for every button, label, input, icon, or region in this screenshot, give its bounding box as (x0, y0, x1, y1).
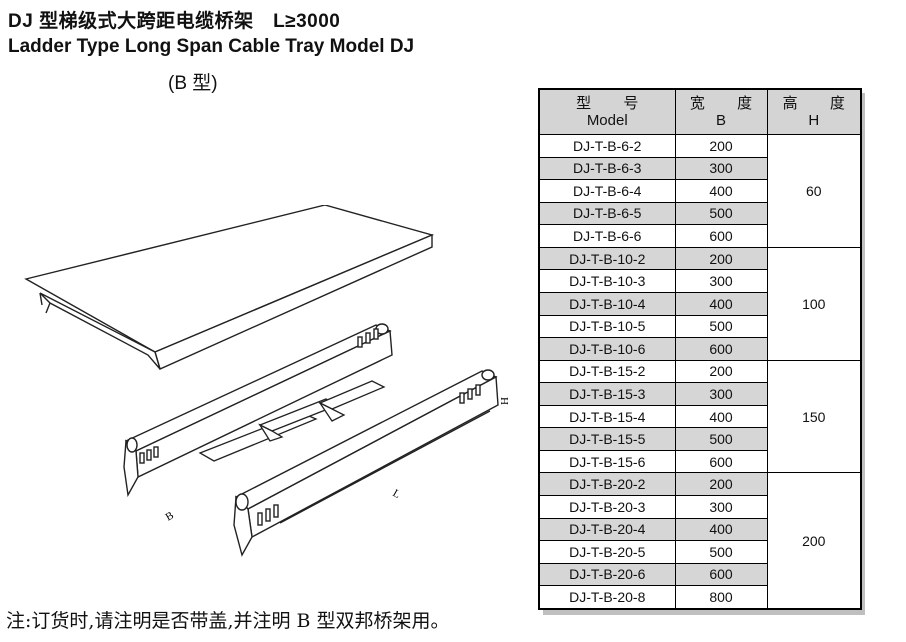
cell-model: DJ-T-B-15-6 (538, 449, 676, 474)
cell-model: DJ-T-B-15-3 (538, 382, 676, 406)
title-english: Ladder Type Long Span Cable Tray Model D… (8, 36, 415, 57)
cell-model: DJ-T-B-10-5 (538, 314, 676, 339)
label-width-b: B (164, 510, 176, 524)
header-height: 高 度 H (766, 88, 862, 135)
spec-table: 型 号 Model 宽 度 B 高 度 H DJ-T-B-6-2 200 60 (538, 88, 862, 610)
cell-width: 800 (674, 585, 768, 610)
cell-width: 300 (674, 156, 768, 181)
table-row: DJ-T-B-10-5 500 (538, 314, 861, 339)
table-header-row: 型 号 Model 宽 度 B 高 度 H (538, 88, 862, 135)
cell-model: DJ-T-B-20-4 (538, 517, 676, 542)
cell-model: DJ-T-B-6-6 (538, 224, 676, 248)
cell-width: 300 (674, 495, 768, 519)
cell-model: DJ-T-B-10-6 (538, 337, 676, 361)
cell-width: 500 (674, 427, 768, 451)
cell-model: DJ-T-B-10-2 (538, 246, 676, 271)
cell-width: 200 (674, 472, 768, 496)
tray-side-rail-front (233, 369, 499, 557)
cell-width: 200 (674, 134, 768, 158)
cell-width: 600 (674, 337, 768, 361)
cell-model: DJ-T-B-20-2 (538, 472, 676, 496)
table-row: DJ-T-B-15-4 400 (538, 404, 861, 429)
title-chinese: DJ 型梯级式大跨距电缆桥架 L≥3000 (8, 11, 341, 32)
table-row: DJ-T-B-20-8 800 (538, 585, 861, 610)
cell-width: 500 (674, 201, 768, 226)
table-row: DJ-T-B-20-3 300 (538, 495, 861, 519)
table-body: DJ-T-B-6-2 200 60 DJ-T-B-6-3 300 DJ-T-B-… (538, 134, 862, 610)
cell-width: 600 (674, 562, 768, 587)
cell-width: 400 (674, 179, 768, 203)
cell-model: DJ-T-B-20-8 (538, 585, 676, 610)
tray-side-rail-back (123, 323, 393, 498)
label-height-h: H (499, 397, 511, 405)
table-row: DJ-T-B-20-4 400 (538, 517, 861, 542)
cell-model: DJ-T-B-20-3 (538, 495, 676, 519)
cell-height: 150 (766, 359, 862, 474)
cell-width: 200 (674, 359, 768, 384)
cell-model: DJ-T-B-6-4 (538, 179, 676, 203)
cell-model: DJ-T-B-15-5 (538, 427, 676, 451)
cell-model: DJ-T-B-6-2 (538, 134, 676, 158)
subtitle-type-b: (B 型) (168, 73, 218, 94)
cell-width: 500 (674, 540, 768, 564)
cell-width: 300 (674, 269, 768, 293)
cell-width: 500 (674, 314, 768, 339)
cell-model: DJ-T-B-20-5 (538, 540, 676, 564)
table-row: DJ-T-B-6-6 600 (538, 224, 861, 248)
cell-model: DJ-T-B-10-3 (538, 269, 676, 293)
table-row: DJ-T-B-15-2 200 150 (538, 359, 862, 474)
cell-width: 400 (674, 291, 768, 316)
cable-tray-illustration: H L B (24, 205, 511, 557)
table-row: DJ-T-B-10-2 200 100 (538, 246, 862, 361)
cell-height: 200 (766, 472, 862, 610)
cell-model: DJ-T-B-6-3 (538, 156, 676, 181)
cell-width: 600 (674, 224, 768, 248)
cell-model: DJ-T-B-10-4 (538, 291, 676, 316)
table-row: DJ-T-B-6-5 500 (538, 201, 861, 226)
cell-width: 200 (674, 246, 768, 271)
cell-height: 100 (766, 246, 862, 361)
header-model: 型 号 Model (538, 88, 676, 135)
table-row: DJ-T-B-15-5 500 (538, 427, 861, 451)
cell-width: 400 (674, 404, 768, 429)
cell-model: DJ-T-B-15-2 (538, 359, 676, 384)
table-row: DJ-T-B-6-2 200 60 (538, 134, 862, 248)
table-row: DJ-T-B-20-5 500 (538, 540, 861, 564)
label-length-l: L (391, 487, 403, 501)
table-row: DJ-T-B-6-4 400 (538, 179, 861, 203)
tray-rungs (198, 380, 386, 462)
tray-cover (24, 205, 435, 370)
spec-table-container: 型 号 Model 宽 度 B 高 度 H DJ-T-B-6-2 200 60 (538, 88, 862, 610)
table-row: DJ-T-B-6-3 300 (538, 156, 861, 181)
table-row: DJ-T-B-20-6 600 (538, 562, 861, 587)
cell-width: 600 (674, 449, 768, 474)
table-row: DJ-T-B-15-3 300 (538, 382, 861, 406)
table-row: DJ-T-B-20-2 200 200 (538, 472, 862, 610)
cell-width: 400 (674, 517, 768, 542)
cell-model: DJ-T-B-6-5 (538, 201, 676, 226)
cell-model: DJ-T-B-15-4 (538, 404, 676, 429)
order-note: 注:订货时,请注明是否带盖,并注明 B 型双邦桥架用。 (6, 610, 450, 632)
table-row: DJ-T-B-15-6 600 (538, 449, 861, 474)
header-width: 宽 度 B (674, 88, 768, 135)
cell-height: 60 (766, 134, 862, 248)
cell-width: 300 (674, 382, 768, 406)
cell-model: DJ-T-B-20-6 (538, 562, 676, 587)
